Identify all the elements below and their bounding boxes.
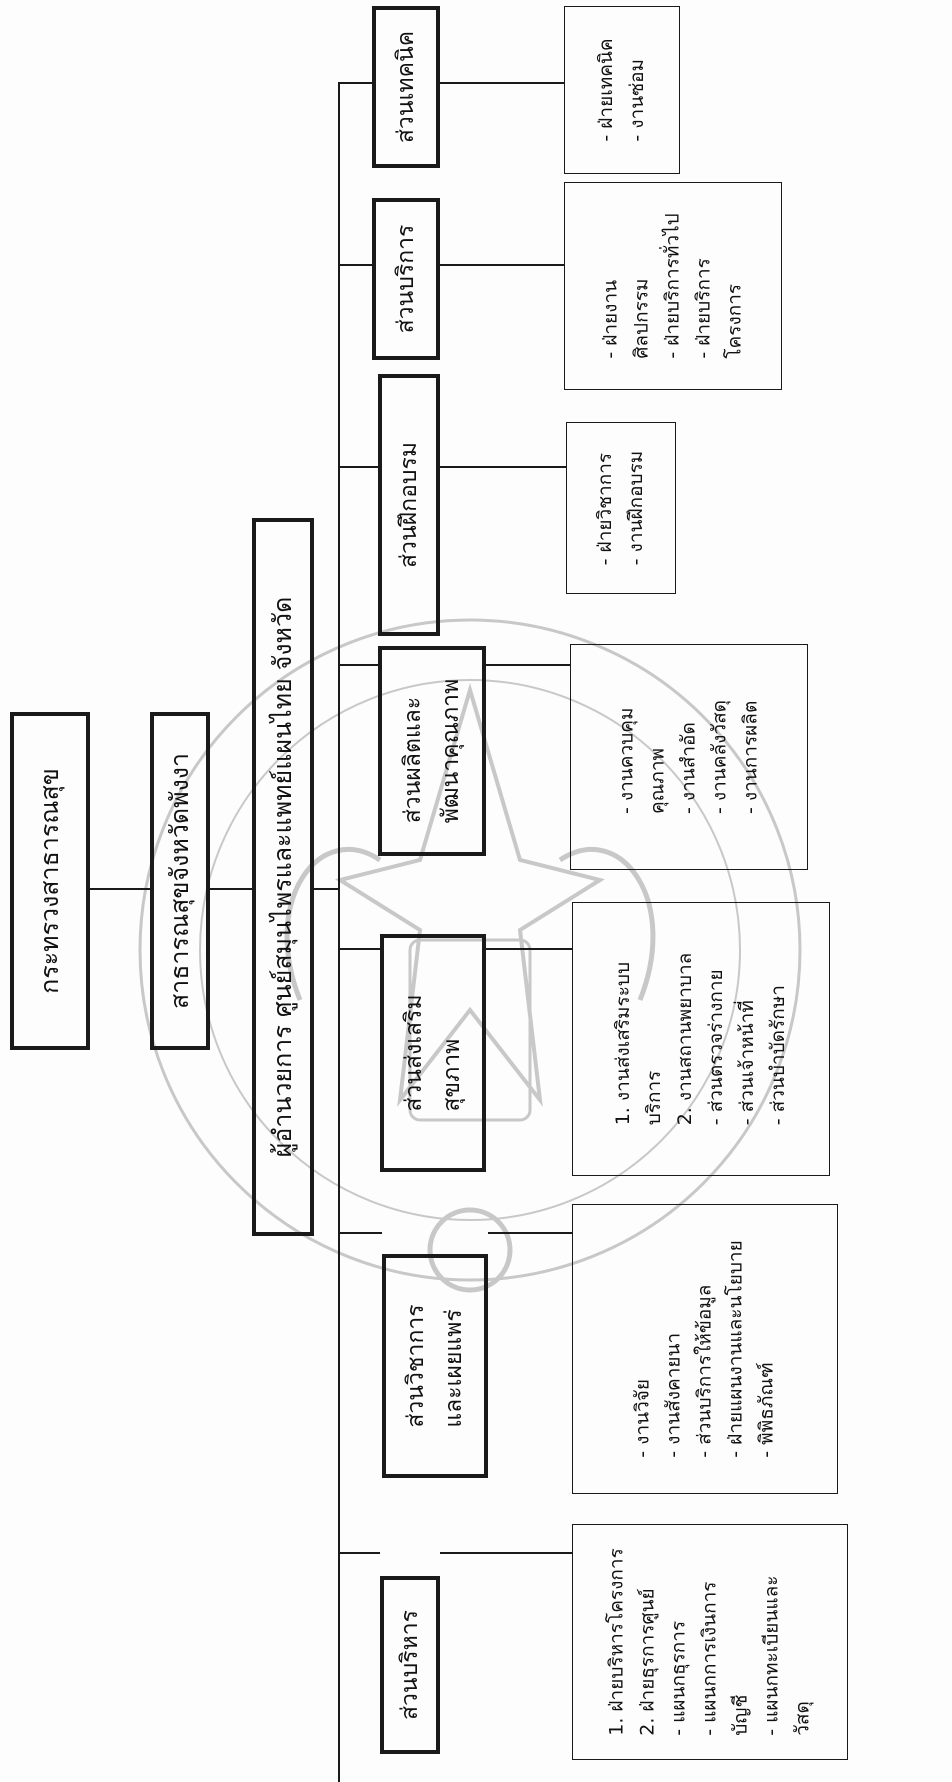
list-item: - ส่วนบำบัดรักษา bbox=[767, 985, 789, 1126]
list-item: - ฝ่ายงาน bbox=[599, 279, 622, 359]
division-service-label: ส่วนบริการ bbox=[393, 224, 419, 334]
list-item: - ฝ่ายวิชาการ bbox=[594, 452, 616, 566]
division-training-box: ส่วนฝึกอบรม bbox=[378, 374, 440, 636]
list-item: - งานซ่อม bbox=[626, 58, 648, 142]
division-technical-label: ส่วนเทคนิค bbox=[393, 30, 419, 144]
health-details: 1. งานส่งเสริมระบบ บริการ 2. งานสถานพยาบ… bbox=[572, 902, 830, 1176]
list-item: - ฝ่ายแผนงานและนโยบาย bbox=[724, 1240, 747, 1458]
list-item: โครงการ bbox=[723, 283, 746, 359]
list-item: - งานสำอัด bbox=[677, 722, 700, 815]
list-item: - ฝ่ายบริการ bbox=[692, 258, 715, 359]
list-item: - งานการผลิต bbox=[739, 700, 762, 815]
list-item: วัสดุ bbox=[791, 1701, 814, 1736]
director-box: ผู้อำนวยการ ศูนย์สมุนไพรและแพทย์แผนไทย จ… bbox=[252, 518, 314, 1236]
list-item: - งานสังคายนา bbox=[662, 1332, 685, 1458]
list-item: ศิลปกรรม bbox=[630, 278, 653, 359]
list-item: - แผนกทะเบียนและ bbox=[760, 1575, 783, 1736]
ministry-label: กระทรวงสาธารณสุข bbox=[35, 768, 64, 994]
list-item: - งานคลังวัสดุ bbox=[708, 699, 731, 815]
director-label: ผู้อำนวยการ ศูนย์สมุนไพรและแพทย์แผนไทย จ… bbox=[268, 596, 297, 1158]
division-technical-box: ส่วนเทคนิค bbox=[372, 6, 440, 168]
province-office-label: สาธารณสุขจังหวัดพังงา bbox=[165, 752, 194, 1010]
division-admin-label: ส่วนบริหาร bbox=[397, 1609, 423, 1721]
list-item: บริการ bbox=[643, 1070, 665, 1126]
division-production-box: ส่วนผลิตและ พัฒนาคุณภาพ bbox=[378, 646, 486, 856]
division-service-box: ส่วนบริการ bbox=[372, 198, 440, 360]
province-office-box: สาธารณสุขจังหวัดพังงา bbox=[150, 712, 210, 1050]
list-item: - ฝ่ายบริการทั่วไป bbox=[661, 213, 684, 359]
list-item: - แผนกธุรการ bbox=[667, 1620, 690, 1736]
list-item: - พิพิธภัณฑ์ bbox=[755, 1362, 778, 1458]
division-production-label: ส่วนผลิตและ พัฒนาคุณภาพ bbox=[400, 678, 464, 824]
division-training-label: ส่วนฝึกอบรม bbox=[396, 441, 422, 569]
service-details: - ฝ่ายงาน ศิลปกรรม - ฝ่ายบริการทั่วไป - … bbox=[564, 182, 782, 390]
technical-details: - ฝ่ายเทคนิค - งานซ่อม bbox=[564, 6, 680, 174]
list-item: 2. งานสถานพยาบาล bbox=[674, 952, 696, 1126]
academic-details: - งานวิจัย - งานสังคายนา - ส่วนบริการให้… bbox=[572, 1204, 838, 1494]
list-item: 1. งานส่งเสริมระบบ bbox=[612, 961, 634, 1126]
list-item: - ส่วนเจ้าหน้าที่ bbox=[736, 1000, 758, 1126]
list-item: - แผนกการเงินการ bbox=[698, 1581, 721, 1736]
division-health-label: ส่วนส่งเสริม สุขภาพ bbox=[401, 994, 465, 1112]
list-item: 2. ฝ่ายธุรการศูนย์ bbox=[636, 1588, 659, 1736]
list-item: - งานฝึกอบรม bbox=[625, 450, 647, 566]
list-item: - ส่วนบริการให้ข้อมูล bbox=[693, 1284, 716, 1458]
list-item: - งานวิจัย bbox=[631, 1378, 654, 1458]
division-admin-box: ส่วนบริหาร bbox=[380, 1576, 440, 1754]
list-item: บัญชี bbox=[729, 1694, 752, 1736]
list-item: คุณภาพ bbox=[646, 747, 669, 815]
ministry-box: กระทรวงสาธารณสุข bbox=[10, 712, 90, 1050]
list-item: - ส่วนตรวจร่างกาย bbox=[705, 969, 727, 1126]
production-details: - งานควบคุม คุณภาพ - งานสำอัด - งานคลังว… bbox=[570, 644, 808, 870]
admin-details: 1. ฝ่ายบริหารโครงการ 2. ฝ่ายธุรการศูนย์ … bbox=[572, 1524, 848, 1760]
division-health-box: ส่วนส่งเสริม สุขภาพ bbox=[380, 934, 486, 1172]
division-academic-box: ส่วนวิชาการ และเผยแพร่ bbox=[382, 1254, 488, 1478]
division-academic-label: ส่วนวิชาการ และเผยแพร่ bbox=[403, 1304, 467, 1428]
list-item: - ฝ่ายเทคนิค bbox=[595, 38, 617, 142]
list-item: - งานควบคุม bbox=[615, 707, 638, 815]
training-details: - ฝ่ายวิชาการ - งานฝึกอบรม bbox=[566, 422, 676, 594]
list-item: 1. ฝ่ายบริหารโครงการ bbox=[605, 1548, 628, 1736]
